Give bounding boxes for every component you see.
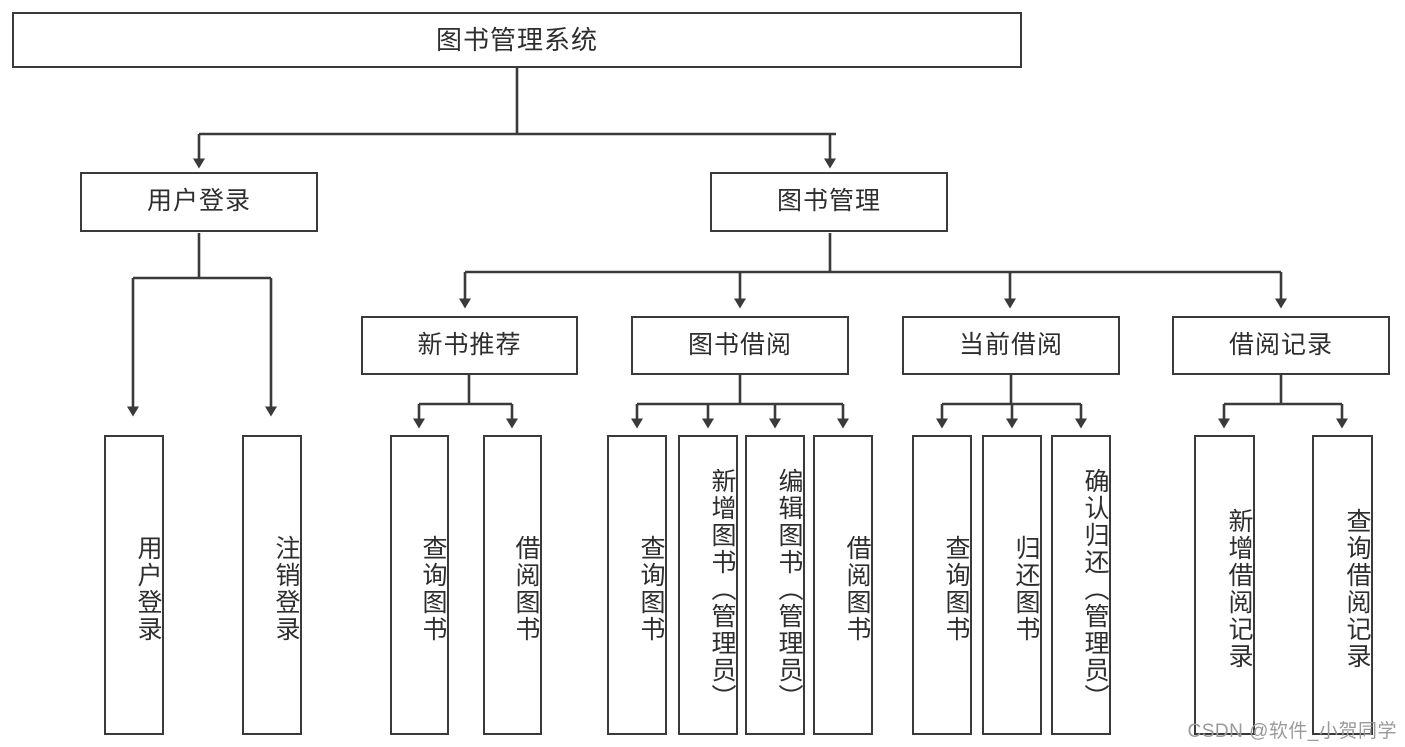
node-book-borrow[interactable]: 图书借阅 bbox=[631, 316, 849, 375]
csdn-watermark: CSDN @软件_小贺同学 bbox=[1187, 721, 1397, 742]
node-leaf-add-book[interactable]: 新增图书（管理员） bbox=[678, 435, 738, 735]
node-leaf-query-book-2-label: 查询图书 bbox=[637, 535, 665, 643]
node-leaf-confirm-return[interactable]: 确认归还（管理员） bbox=[1051, 435, 1111, 735]
node-leaf-query-book-1[interactable]: 查询图书 bbox=[390, 435, 449, 735]
node-leaf-user-login-label: 用户登录 bbox=[134, 535, 162, 643]
node-current-borrow-label: 当前借阅 bbox=[958, 330, 1063, 359]
node-new-book-recommend-label: 新书推荐 bbox=[417, 330, 522, 359]
node-leaf-query-record-label: 查询借阅记录 bbox=[1343, 508, 1371, 670]
node-leaf-query-book-1-label: 查询图书 bbox=[419, 535, 447, 643]
node-leaf-add-book-label: 新增图书（管理员） bbox=[708, 467, 736, 711]
node-leaf-borrow-book-1-label: 借阅图书 bbox=[512, 535, 540, 643]
node-leaf-return-book[interactable]: 归还图书 bbox=[982, 435, 1042, 735]
node-leaf-logout-label: 注销登录 bbox=[272, 535, 300, 643]
node-leaf-edit-book-label: 编辑图书（管理员） bbox=[775, 467, 803, 711]
node-borrow-record[interactable]: 借阅记录 bbox=[1172, 316, 1390, 375]
node-leaf-user-login[interactable]: 用户登录 bbox=[104, 435, 164, 735]
node-leaf-borrow-book-1[interactable]: 借阅图书 bbox=[483, 435, 542, 735]
node-leaf-query-book-3-label: 查询图书 bbox=[942, 535, 970, 643]
node-new-book-recommend[interactable]: 新书推荐 bbox=[361, 316, 578, 375]
node-leaf-add-record-label: 新增借阅记录 bbox=[1225, 508, 1253, 670]
node-leaf-query-record[interactable]: 查询借阅记录 bbox=[1312, 435, 1373, 735]
node-leaf-return-book-label: 归还图书 bbox=[1012, 535, 1040, 643]
node-borrow-record-label: 借阅记录 bbox=[1228, 330, 1333, 359]
node-leaf-add-record[interactable]: 新增借阅记录 bbox=[1194, 435, 1255, 735]
node-leaf-borrow-book-2[interactable]: 借阅图书 bbox=[813, 435, 873, 735]
node-leaf-logout[interactable]: 注销登录 bbox=[242, 435, 302, 735]
node-current-borrow[interactable]: 当前借阅 bbox=[902, 316, 1120, 375]
node-leaf-query-book-2[interactable]: 查询图书 bbox=[607, 435, 667, 735]
node-book-management[interactable]: 图书管理 bbox=[710, 172, 948, 232]
node-user-login[interactable]: 用户登录 bbox=[80, 172, 318, 232]
node-leaf-edit-book[interactable]: 编辑图书（管理员） bbox=[745, 435, 805, 735]
node-user-login-label: 用户登录 bbox=[146, 187, 251, 216]
node-root-label: 图书管理系统 bbox=[435, 24, 598, 55]
node-leaf-borrow-book-2-label: 借阅图书 bbox=[843, 535, 871, 643]
node-book-management-label: 图书管理 bbox=[776, 187, 881, 216]
node-book-borrow-label: 图书借阅 bbox=[687, 330, 792, 359]
node-root[interactable]: 图书管理系统 bbox=[12, 12, 1022, 68]
node-leaf-query-book-3[interactable]: 查询图书 bbox=[912, 435, 972, 735]
node-leaf-confirm-return-label: 确认归还（管理员） bbox=[1081, 467, 1109, 711]
